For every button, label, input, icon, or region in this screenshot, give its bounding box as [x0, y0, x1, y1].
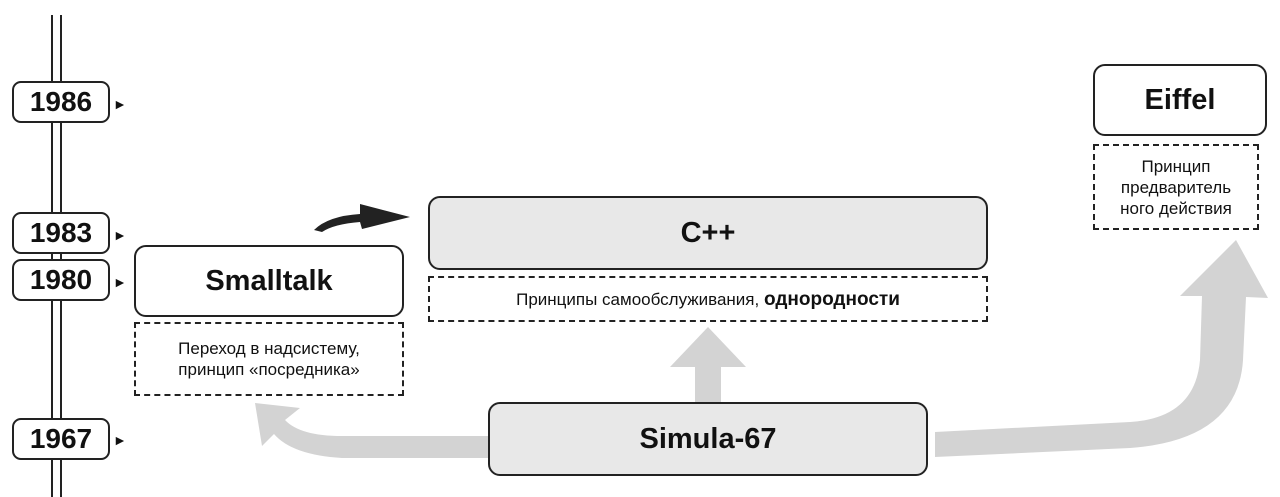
year-pointer-icon: ►	[113, 432, 127, 448]
year-marker-1967: 1967	[12, 418, 110, 460]
note-line: принцип «посредника»	[178, 360, 360, 379]
year-label: 1986	[29, 86, 93, 117]
smalltalk-label: Smalltalk	[205, 264, 333, 297]
flow-arrow-to-smalltalk	[255, 403, 488, 458]
flow-arrow-to-eiffel	[935, 240, 1268, 457]
eiffel-label: Eiffel	[1144, 83, 1216, 116]
eiffel-principle-note: Принцип предваритель ного действия	[1093, 144, 1259, 230]
year-pointer-icon: ►	[113, 227, 127, 243]
smalltalk-principle-note: Переход в надсистему, принцип «посредник…	[134, 322, 404, 396]
cpp-principle-note: Принципы самообслуживания, однородности	[428, 276, 988, 322]
year-marker-1983: 1983	[12, 212, 110, 254]
eiffel-box: Eiffel	[1093, 64, 1267, 136]
year-marker-1980: 1980	[12, 259, 110, 301]
year-label: 1980	[29, 264, 93, 295]
cpp-box: C++	[428, 196, 988, 270]
note-line: ного действия	[1120, 198, 1232, 218]
note-line: предваритель	[1120, 177, 1232, 197]
year-pointer-icon: ►	[113, 96, 127, 112]
note-line: Переход в надсистему,	[178, 339, 360, 358]
cpp-label: C++	[680, 216, 736, 249]
year-label: 1983	[29, 217, 93, 248]
smalltalk-box: Smalltalk	[134, 245, 404, 317]
year-label: 1967	[29, 423, 93, 454]
cpp-note-text: Принципы самообслуживания, однородности	[516, 289, 900, 310]
year-marker-1986: 1986	[12, 81, 110, 123]
simula-box: Simula-67	[488, 402, 928, 476]
transition-arrow	[314, 204, 410, 232]
year-pointer-icon: ►	[113, 274, 127, 290]
note-bold-text: однородности	[763, 288, 900, 310]
flow-arrow-to-cpp	[670, 327, 746, 404]
simula-label: Simula-67	[639, 422, 777, 455]
note-regular-text: Принципы самообслуживания,	[516, 289, 764, 309]
note-line: Принцип	[1141, 156, 1211, 176]
